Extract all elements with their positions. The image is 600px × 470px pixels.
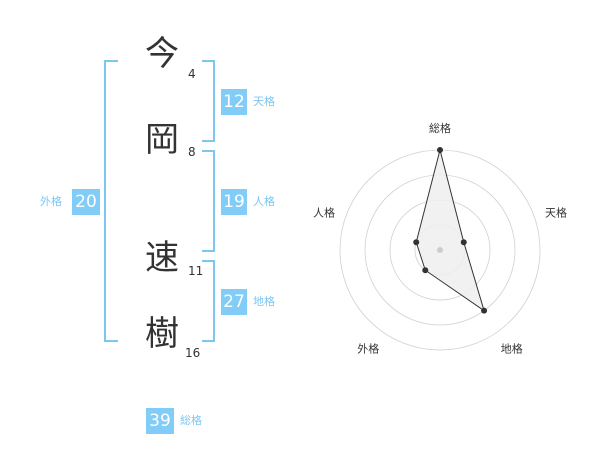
- radar-point: [413, 239, 420, 246]
- name-char-2: 岡: [145, 120, 179, 160]
- name-char-4: 樹: [145, 314, 179, 354]
- ten-kaku-label: 天格: [253, 95, 275, 108]
- name-char-1: 今: [145, 34, 179, 74]
- gai-kaku-label: 外格: [40, 195, 62, 208]
- radar-center-dot: [437, 247, 443, 253]
- gai-bracket: [104, 60, 118, 342]
- radar-point: [460, 239, 467, 246]
- radar-axis-label: 総格: [429, 121, 451, 135]
- jin-kaku-label: 人格: [253, 195, 275, 208]
- ten-kaku-value: 12: [221, 89, 247, 115]
- radar-point: [437, 147, 443, 153]
- radar-point: [422, 267, 429, 274]
- radar-axis-label: 外格: [357, 342, 379, 356]
- stroke-count-4: 16: [185, 346, 201, 360]
- stroke-count-2: 8: [188, 145, 196, 159]
- radar-axis-label: 人格: [313, 205, 335, 219]
- gai-kaku-value: 20: [72, 189, 100, 215]
- chi-bracket: [202, 260, 215, 342]
- stroke-count-1: 4: [188, 67, 196, 81]
- radar-axis-label: 地格: [501, 342, 523, 356]
- sou-kaku-value: 39: [146, 408, 174, 434]
- name-char-3: 速: [145, 238, 179, 278]
- sou-kaku-label: 総格: [180, 414, 202, 427]
- chi-kaku-value: 27: [221, 289, 247, 315]
- jin-bracket: [202, 150, 215, 252]
- radar-axis-label: 天格: [545, 205, 567, 219]
- radar-point: [481, 307, 488, 314]
- jin-kaku-value: 19: [221, 189, 247, 215]
- chi-kaku-label: 地格: [253, 295, 275, 308]
- radar-polygon: [415, 149, 485, 312]
- stroke-count-3: 11: [188, 264, 204, 278]
- ten-bracket: [202, 60, 215, 142]
